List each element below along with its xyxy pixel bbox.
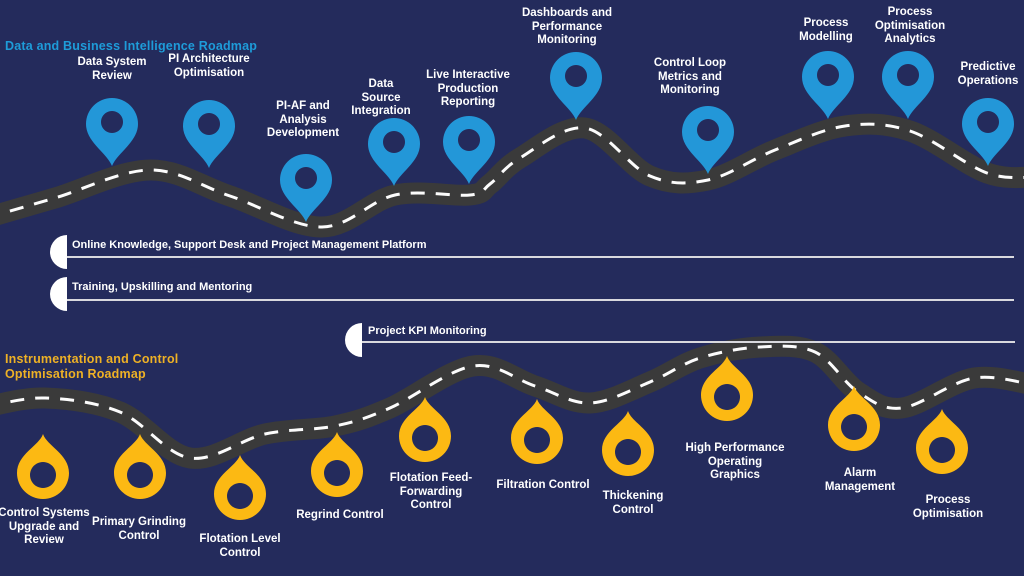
milestone-label: Data System Review [77, 56, 147, 82]
drop-pin-icon [602, 411, 654, 476]
milestone-label: Predictive Operations [957, 61, 1019, 87]
dbi-roadmap-title: Data and Business Intelligence Roadmap [5, 39, 258, 53]
drop-pin-icon [114, 434, 166, 499]
milestone-label: Filtration Control [496, 479, 590, 491]
milestone-label: Alarm Management [824, 467, 896, 493]
top-road-centerline [0, 122, 1024, 229]
ico-roadmap-title: Instrumentation and Control Optimisation… [5, 352, 179, 381]
drop-pin-icon [701, 356, 753, 421]
map-pin-icon [682, 106, 734, 174]
timeline-bar-cap [50, 277, 67, 311]
drop-pin-icon [916, 409, 968, 474]
milestone-label: Control Systems Upgrade and Review [0, 507, 90, 546]
timeline-bar-label: Training, Upskilling and Mentoring [72, 281, 253, 293]
map-pin-icon [86, 98, 138, 166]
map-pin-icon [802, 51, 854, 119]
milestone-label: Regrind Control [296, 509, 384, 521]
drop-pin-icon [399, 397, 451, 462]
milestone-label: PI-AF and Analysis Development [266, 100, 340, 139]
map-pin-icon [443, 116, 495, 184]
milestone-label: Flotation Feed- Forwarding Control [389, 472, 473, 511]
drop-pin-icon [828, 386, 880, 451]
milestone-label: Flotation Level Control [199, 533, 281, 559]
milestone-label: Primary Grinding Control [92, 516, 186, 542]
milestone-label: Process Modelling [799, 17, 853, 43]
map-pin-icon [962, 98, 1014, 166]
map-pin-icon [280, 154, 332, 222]
milestone-label: PI Architecture Optimisation [168, 53, 250, 79]
timeline-bar-line [67, 299, 1014, 301]
bottom-road-centerline [0, 344, 1024, 460]
milestone-label: Control Loop Metrics and Monitoring [653, 57, 727, 96]
milestone-label: Thickening Control [602, 490, 664, 516]
milestone-label: Process Optimisation [912, 494, 984, 520]
drop-pin-icon [17, 434, 69, 499]
timeline-bar-cap [50, 235, 67, 269]
drop-pin-icon [511, 399, 563, 464]
timeline-bar-label: Online Knowledge, Support Desk and Proje… [72, 239, 427, 251]
milestone-label: Dashboards and Performance Monitoring [521, 7, 613, 46]
timeline-bar-label: Project KPI Monitoring [368, 325, 487, 337]
milestone-label: Process Optimisation Analytics [874, 6, 946, 45]
map-pin-icon [550, 52, 602, 120]
milestone-label: High Performance Operating Graphics [685, 442, 785, 481]
timeline-bar-line [362, 341, 1015, 343]
milestone-label: Data Source Integration [351, 78, 411, 117]
timeline-bar-cap [345, 323, 362, 357]
top-road [0, 113, 1024, 238]
milestone-label: Live Interactive Production Reporting [426, 69, 510, 108]
timeline-bar-line [67, 256, 1014, 258]
